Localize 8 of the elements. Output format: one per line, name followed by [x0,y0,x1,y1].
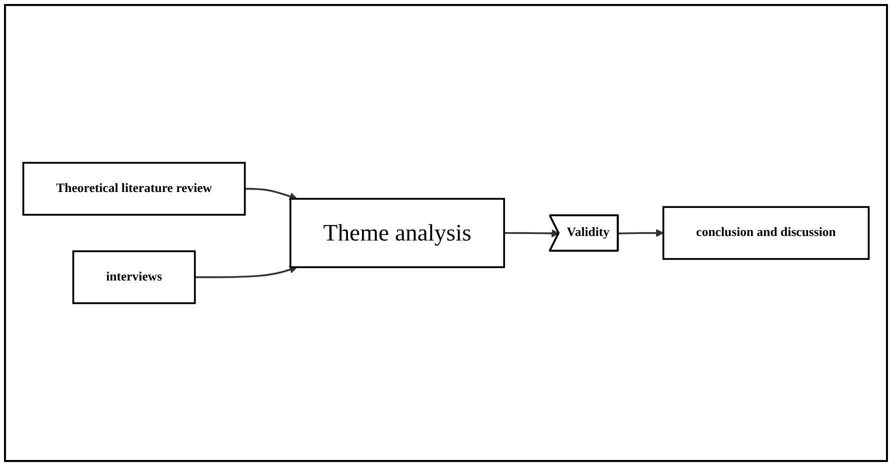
node-box: conclusion and discussion [662,206,870,260]
node-box: interviews [72,250,196,304]
arrow [504,229,560,238]
node-box: Theme analysis [290,198,506,268]
node-box: Theoretical literature review [22,162,246,216]
arrow [244,188,298,200]
arrow [618,229,664,237]
arrow [194,266,298,278]
